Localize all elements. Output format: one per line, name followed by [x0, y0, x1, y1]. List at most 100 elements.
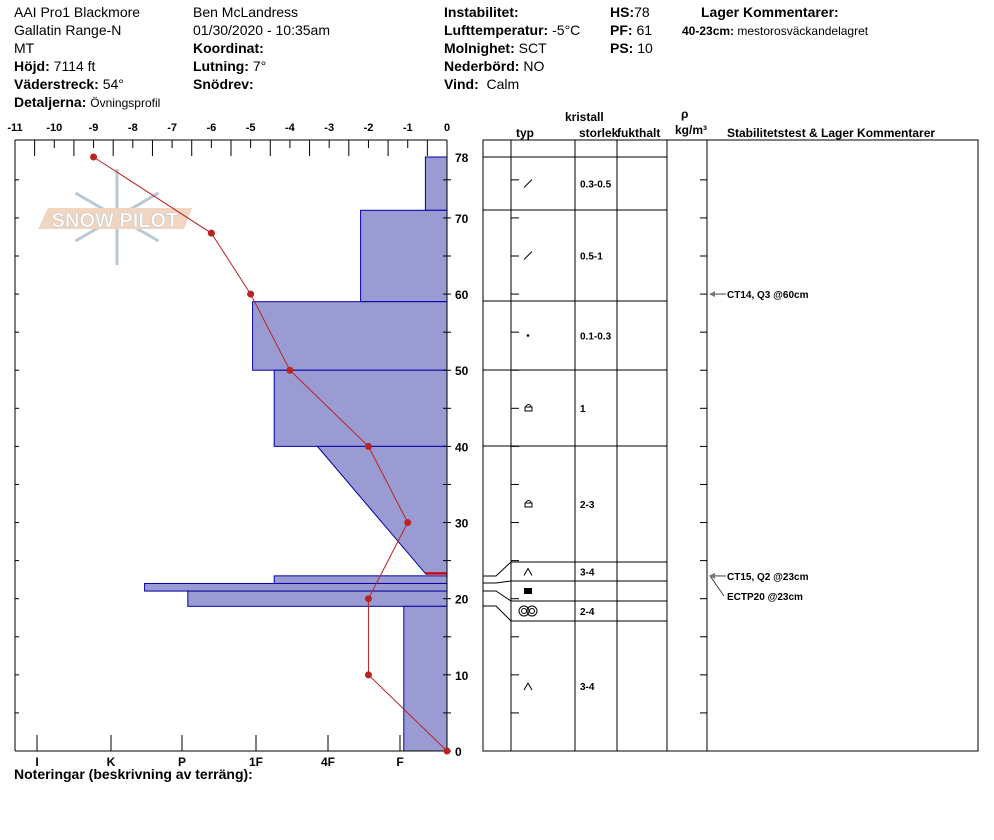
temperature-point: [443, 747, 451, 755]
details-value: Övningsprofil: [90, 96, 161, 110]
pf-label: PF:: [610, 22, 633, 38]
temp-tick-label: -8: [128, 122, 138, 134]
hardness-bar: [144, 582, 448, 592]
fragment-icon: [523, 251, 533, 260]
temperature-point: [404, 519, 412, 527]
ps-label: PS:: [610, 40, 634, 56]
layer-connector: [483, 605, 512, 622]
crystal-size: 1: [580, 404, 586, 415]
depth-tick-label: 0: [455, 745, 462, 759]
aspect-value: 54°: [102, 76, 124, 92]
sky-label: Molnighet:: [444, 40, 515, 56]
elev-value: 7114 ft: [53, 58, 96, 74]
temp-tick-label: -7: [167, 122, 177, 134]
temperature-point: [364, 671, 372, 679]
state: MT: [14, 40, 35, 56]
hardness-bar: [252, 301, 448, 371]
depth-tick-label: 40: [455, 440, 469, 454]
air-temp-value: -5°C: [552, 22, 581, 38]
test-arrow: [709, 575, 725, 597]
layer-connector: [483, 590, 512, 602]
temperature-point: [364, 442, 372, 450]
hardness-bar: [273, 575, 448, 584]
layer-comments-label: Lager Kommentarer:: [701, 4, 839, 20]
crystal-size: 2-3: [580, 500, 595, 511]
hardness-tick-label: P: [178, 755, 186, 769]
melt-forms-icon: [529, 608, 535, 614]
temp-tick-label: -9: [89, 122, 99, 134]
temperature-point: [90, 153, 98, 161]
hdr-crystal: kristall: [565, 110, 604, 124]
precip-label: Nederbörd:: [444, 58, 520, 74]
faceted-icon: [524, 404, 533, 412]
air-temp-label: Lufttemperatur:: [444, 22, 549, 38]
layer-comment-text: mestorosväckandelagret: [737, 24, 869, 38]
temperature-point: [364, 595, 372, 603]
hdr-rho: ρ: [681, 107, 689, 121]
wind: Vind: Calm: [444, 76, 519, 92]
crystal-size: 3-4: [580, 682, 595, 693]
hardness-bar: [424, 156, 448, 211]
details: Detaljerna: Övningsprofil: [14, 94, 160, 110]
wind-label: Vind:: [444, 76, 479, 92]
logo-banner: [38, 208, 192, 229]
hs-value: 78: [634, 4, 650, 20]
sky-value: SCT: [518, 40, 547, 56]
hardness-bar: [187, 590, 448, 607]
layer-connector: [483, 580, 512, 584]
hdr-comments: Stabilitetstest & Lager Kommentarer: [727, 126, 936, 140]
hardness-tick-label: F: [396, 755, 403, 769]
temp-tick-label: -4: [285, 122, 296, 134]
hardness-tick-label: 1F: [249, 755, 263, 769]
depth-tick-label: 78: [455, 151, 469, 165]
layer-comment: 40-23cm: mestorosväckandelagret: [682, 24, 868, 38]
ps: PS: 10: [610, 40, 653, 56]
temp-tick-label: 0: [444, 122, 450, 134]
depth-tick-label: 30: [455, 517, 469, 531]
wind-value: Calm: [486, 76, 520, 92]
temp-tick-label: -6: [206, 122, 216, 134]
temp-tick-label: -1: [403, 122, 413, 134]
hardness-tick-label: I: [35, 755, 38, 769]
temperature-point: [247, 290, 255, 298]
hdr-size: storlek: [579, 126, 619, 140]
hardness-bar: [403, 605, 448, 752]
layer-connector: [483, 561, 512, 577]
fragment-icon: [523, 179, 533, 188]
temperature-point: [286, 366, 294, 374]
coord-label: Koordinat:: [193, 40, 264, 56]
slope: Lutning: 7°: [193, 58, 266, 74]
notes-label: Noteringar (beskrivning av terräng):: [14, 766, 253, 782]
crystal-size: 0.3-0.5: [580, 180, 612, 191]
melt-forms-icon: [521, 608, 527, 614]
slope-label: Lutning:: [193, 58, 249, 74]
depth-tick-label: 60: [455, 288, 469, 302]
depth-hoar-icon: [523, 567, 533, 576]
crystal-size: 2-4: [580, 607, 595, 618]
datetime: 01/30/2020 - 10:35am: [193, 22, 330, 38]
temperature-point: [207, 229, 215, 237]
crystal-size: 3-4: [580, 568, 595, 579]
instability-label: Instabilitet:: [444, 4, 519, 20]
hardness-bar: [273, 369, 448, 447]
temp-tick-label: -2: [364, 122, 374, 134]
layer-comment-range: 40-23cm:: [682, 24, 735, 38]
arrowhead-icon: [709, 291, 715, 298]
drift-label: Snödrev:: [193, 76, 254, 92]
logo-text: SNOW PILOT: [52, 210, 179, 232]
temp-tick-label: -11: [7, 122, 22, 134]
observer: Ben McLandress: [193, 4, 299, 20]
depth-tick-label: 20: [455, 593, 469, 607]
hs-label: HS:: [610, 4, 635, 20]
temp-tick-label: -3: [324, 122, 334, 134]
elev-label: Höjd:: [14, 58, 50, 74]
temp-tick-label: -5: [246, 122, 256, 134]
hardness-bar: [316, 445, 448, 575]
stability-test-label: CT14, Q3 @60cm: [727, 290, 809, 301]
depth-tick-label: 50: [455, 364, 469, 378]
hdr-type: typ: [516, 126, 534, 140]
precip-value: NO: [523, 58, 545, 74]
crystal-size: 0.5-1: [580, 252, 603, 263]
hardness-tick-label: K: [107, 755, 116, 769]
depth-tick-label: 70: [455, 212, 469, 226]
